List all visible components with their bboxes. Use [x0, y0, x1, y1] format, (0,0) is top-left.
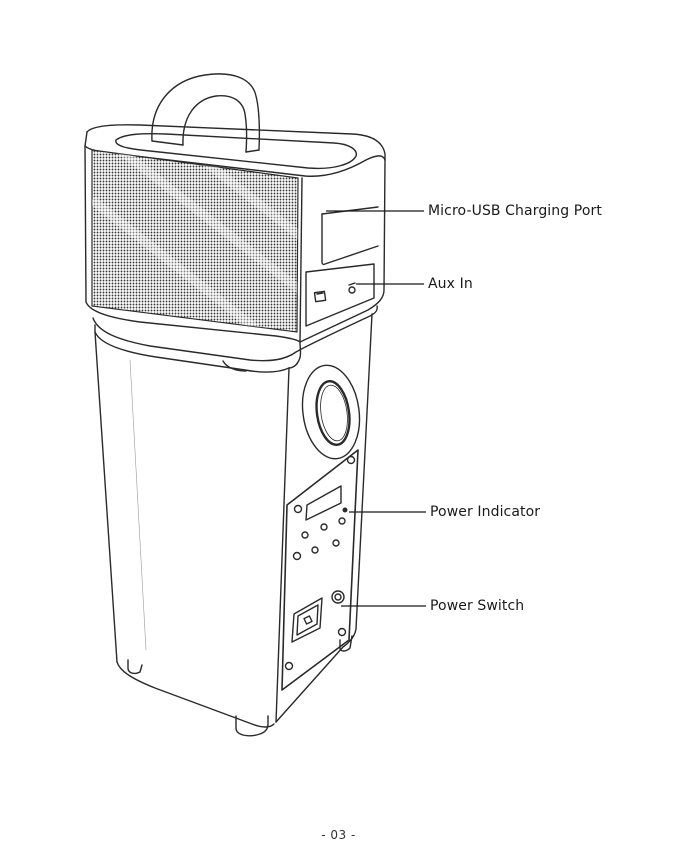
speaker-grille: [92, 150, 300, 332]
port-panel: [306, 264, 374, 326]
page-number: - 03 -: [0, 828, 677, 842]
bass-port: [297, 362, 366, 463]
callout-lines: [326, 211, 426, 606]
callout-aux-in: Aux In: [428, 276, 473, 292]
callout-micro-usb-charging-port: Micro-USB Charging Port: [428, 203, 602, 219]
rear-panel: [282, 450, 358, 690]
subwoofer-body: [95, 314, 372, 727]
feet: [128, 636, 352, 736]
callout-power-indicator: Power Indicator: [430, 504, 540, 520]
carry-handle: [152, 74, 260, 152]
callout-power-switch: Power Switch: [430, 598, 524, 614]
